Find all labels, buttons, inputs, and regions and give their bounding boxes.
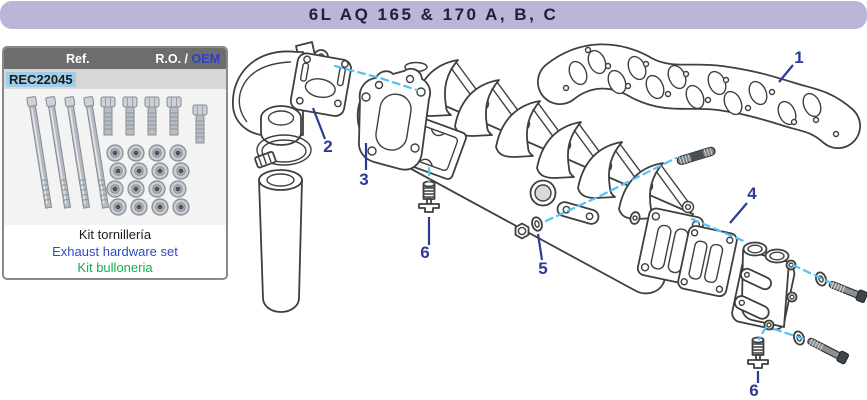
callout-pointers	[311, 64, 794, 383]
callout-2: 2	[323, 137, 332, 156]
caption-spanish: Kit tornillería	[78, 227, 152, 242]
nuts	[106, 144, 190, 216]
part-elbow-gasket	[358, 67, 432, 171]
page-title-bar: 6L AQ 165 & 170 A, B, C	[0, 1, 867, 29]
caption-italian: Kit bulloneria	[77, 260, 153, 275]
kit-captions: Kit tornillería Exhaust hardware set Kit…	[4, 225, 226, 277]
part-hose-clamp	[254, 134, 312, 169]
callout-3: 3	[359, 170, 368, 189]
caption-english: Exhaust hardware set	[52, 243, 178, 259]
page-title: 6L AQ 165 & 170 A, B, C	[308, 5, 559, 24]
part-petcock-left	[418, 180, 440, 213]
callout-4: 4	[747, 184, 757, 203]
long-bolts	[26, 96, 110, 209]
part-exhaust-hose	[258, 169, 303, 313]
part-bolt-lower	[807, 337, 850, 365]
assembly-dashed-lines	[333, 64, 833, 341]
part-exhaust-elbow	[232, 41, 352, 146]
part-stud	[676, 146, 716, 166]
ro-oem-column-header: R.O. / OEM	[155, 51, 220, 66]
part-number-link[interactable]: REC22045	[6, 71, 76, 87]
part-petcock-right	[747, 336, 769, 369]
part-bolt-upper	[828, 280, 867, 303]
part-housing	[731, 241, 798, 331]
part-nut-washer	[514, 215, 545, 240]
part-riser-gasket	[677, 225, 738, 298]
oem-label: OEM	[191, 51, 220, 66]
short-bolts	[100, 96, 208, 144]
callout-1: 1	[794, 48, 803, 67]
callout-6-left: 6	[420, 243, 429, 262]
part-reference-card: Ref. R.O. / OEM REC22045	[2, 46, 228, 280]
hardware-kit-photo	[4, 89, 226, 225]
callout-6-right: 6	[749, 381, 758, 400]
card-header: Ref. R.O. / OEM	[4, 48, 226, 69]
ref-column-header: Ref.	[66, 51, 90, 66]
part-number-row: REC22045	[4, 69, 226, 89]
callout-5: 5	[538, 259, 547, 278]
part-manifold-gasket	[537, 43, 861, 149]
